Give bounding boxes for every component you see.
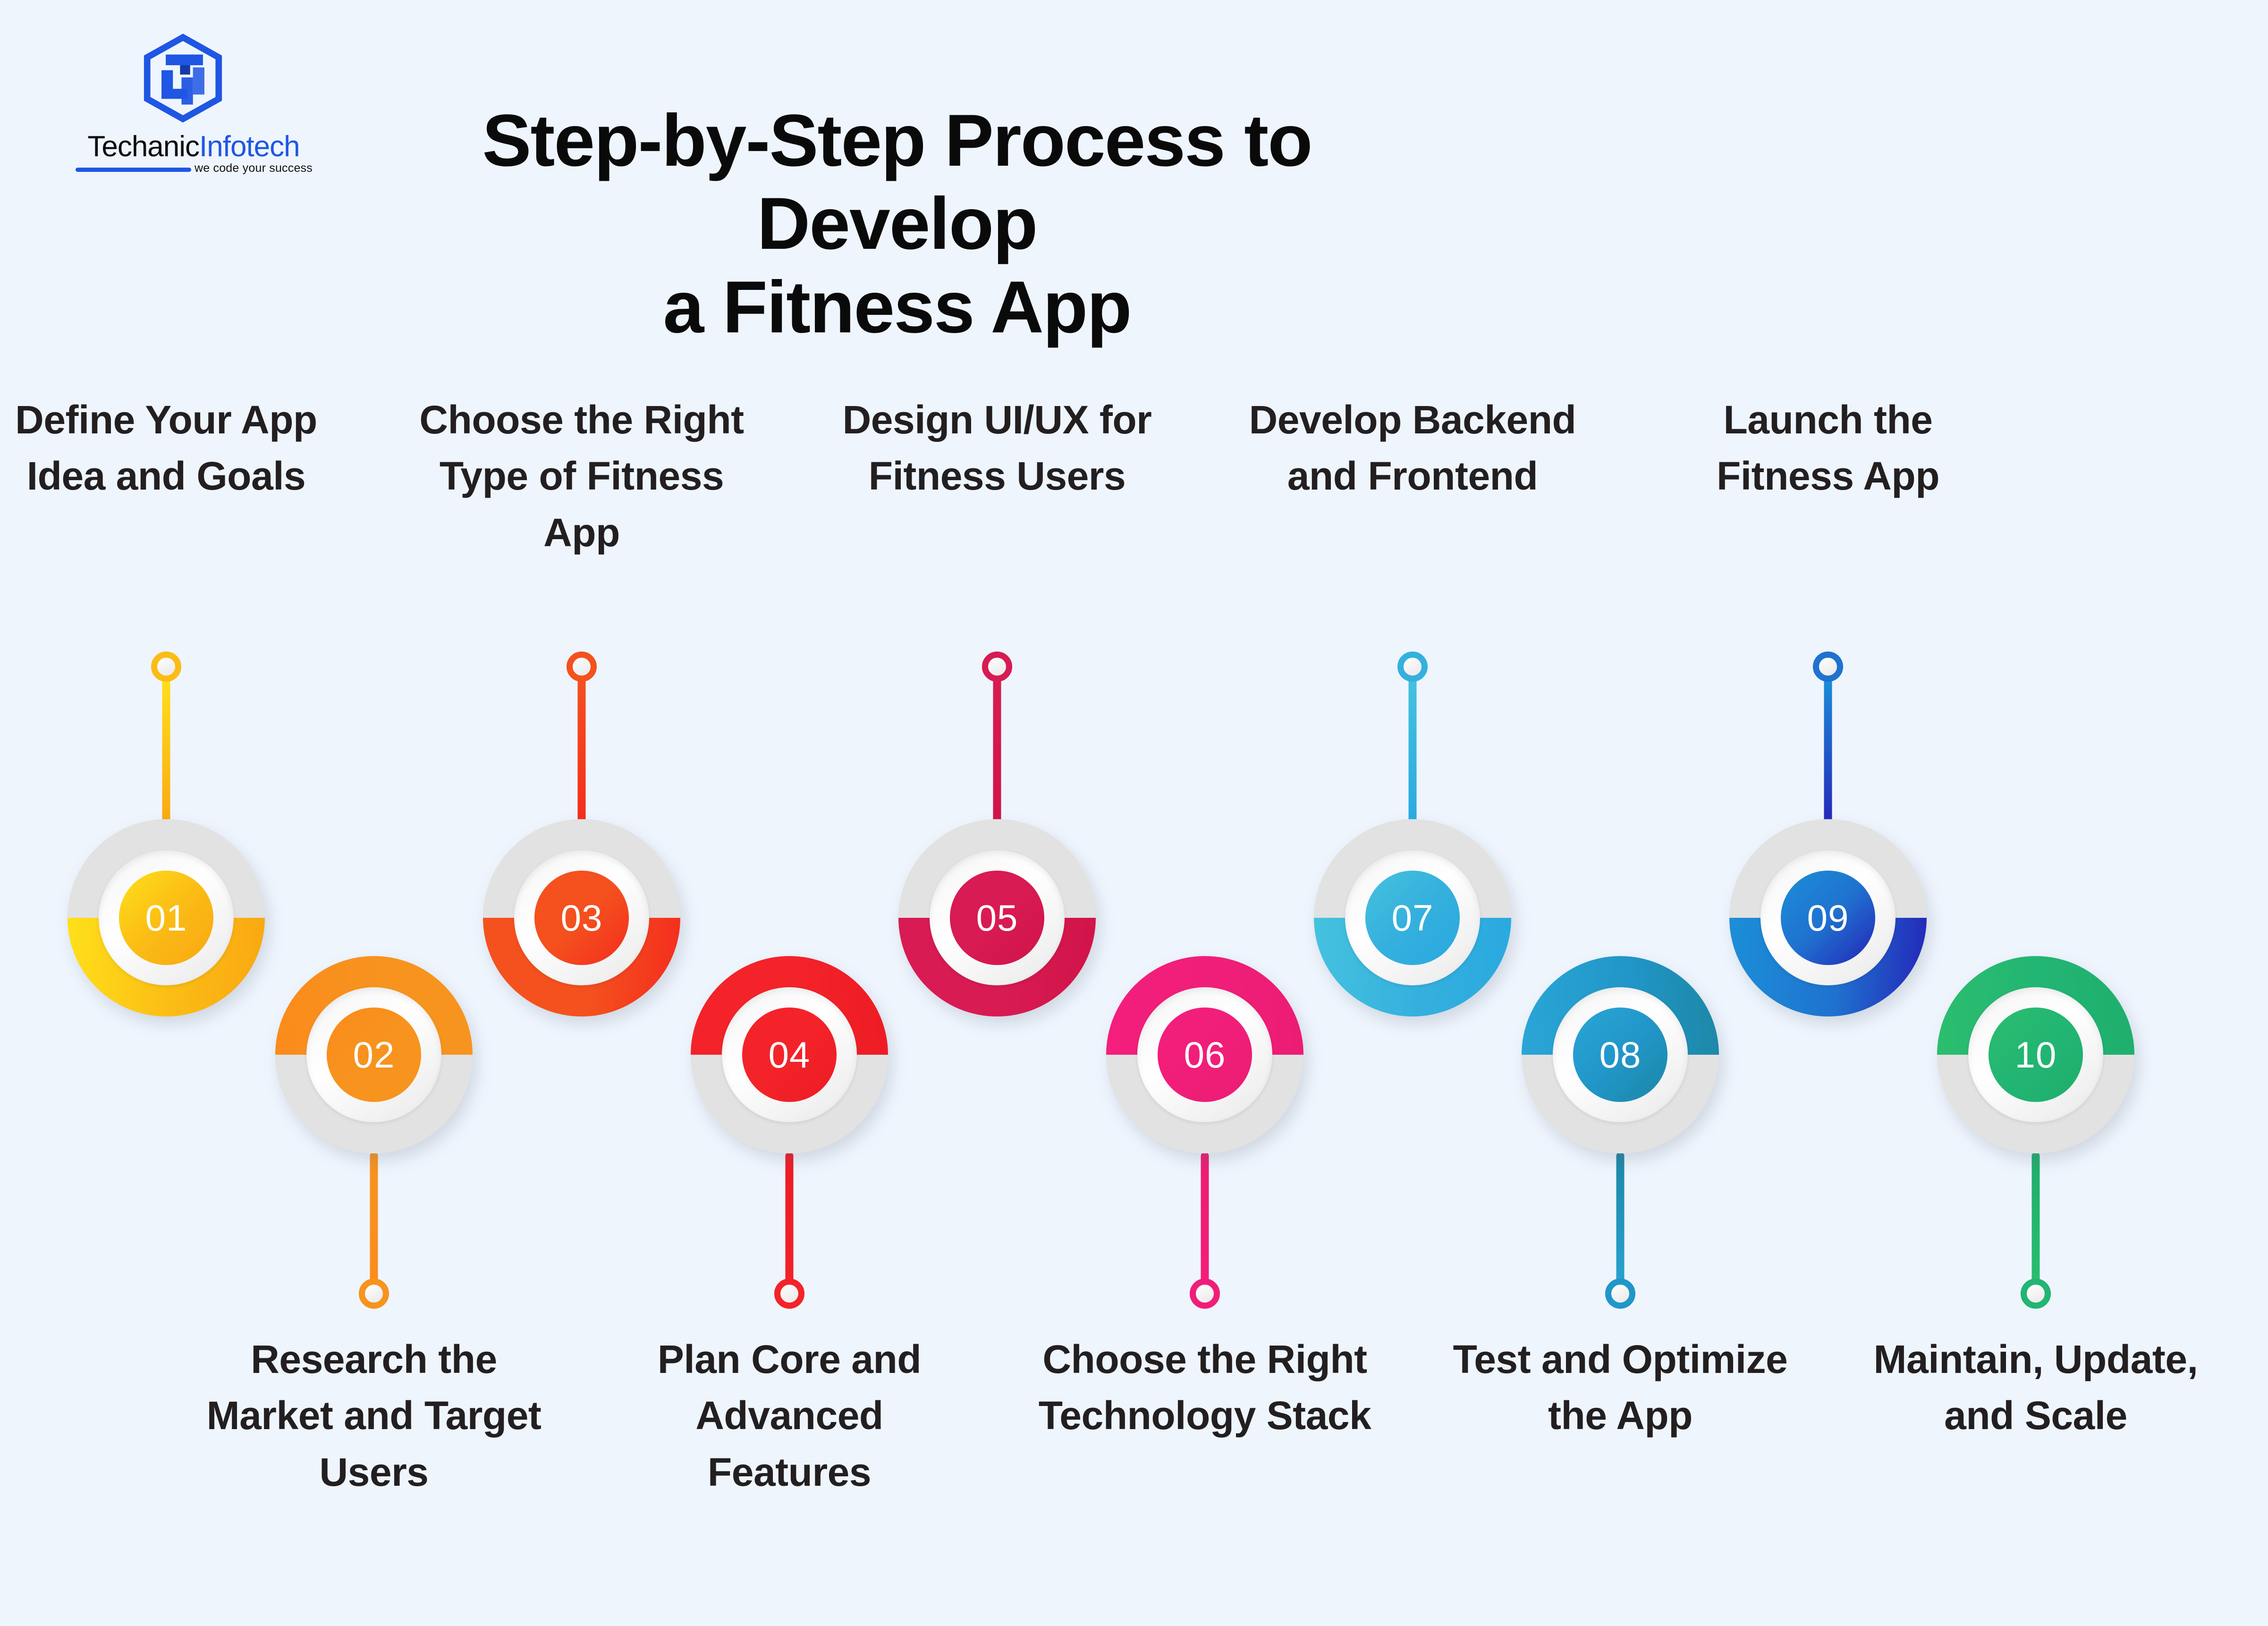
step-06-label: Choose the Right Technology Stack <box>1038 1337 1371 1438</box>
brand-name-part1: Techanic <box>87 130 200 163</box>
hexagon-cube-logo-icon <box>139 33 227 127</box>
step-05-connector-ring-icon <box>982 652 1012 682</box>
step-07-connector-line <box>1408 676 1417 827</box>
step-07: Develop Backend and Frontend 07 <box>1243 0 1583 1626</box>
brand-wordmark: TechanicInfotech <box>71 132 316 161</box>
step-04: Plan Core and Advanced Features 04 <box>619 0 959 1626</box>
step-03-label: Choose the Right Type of Fitness App <box>419 398 744 555</box>
step-02-node[interactable]: 02 <box>275 956 473 1153</box>
step-09-node[interactable]: 09 <box>1729 819 1927 1016</box>
step-02-connector-line <box>370 1152 378 1303</box>
step-06-number-badge: 06 <box>1158 1008 1252 1102</box>
step-05-node[interactable]: 05 <box>898 819 1096 1016</box>
step-10: Maintain, Update, and Scale 10 <box>1866 0 2206 1626</box>
step-03-node[interactable]: 03 <box>483 819 680 1016</box>
step-05: Design UI/UX for Fitness Users 05 <box>827 0 1167 1626</box>
step-04-connector-line <box>785 1152 794 1303</box>
step-07-connector-ring-icon <box>1397 652 1428 682</box>
step-10-label: Maintain, Update, and Scale <box>1873 1337 2198 1438</box>
page-title: Step-by-Step Process to Develop a Fitnes… <box>425 99 1369 349</box>
step-02-label: Research the Market and Target Users <box>206 1337 542 1494</box>
step-05-number-badge: 05 <box>950 871 1044 965</box>
step-03: Choose the Right Type of Fitness App 03 <box>412 0 752 1626</box>
step-10-node[interactable]: 10 <box>1937 956 2134 1153</box>
step-08-label: Test and Optimize the App <box>1453 1337 1788 1438</box>
step-10-connector-line <box>2031 1152 2040 1303</box>
step-04-connector-ring-icon <box>774 1279 804 1309</box>
step-02-number-badge: 02 <box>327 1008 421 1102</box>
step-09: Launch the Fitness App 09 <box>1658 0 1998 1626</box>
brand-logo: TechanicInfotech we code your success <box>71 33 316 189</box>
step-05-connector-line <box>993 676 1001 827</box>
step-09-connector-ring-icon <box>1813 652 1843 682</box>
step-01-label: Define Your App Idea and Goals <box>15 398 317 499</box>
step-09-number-badge: 09 <box>1781 871 1875 965</box>
step-01-number-badge: 01 <box>119 871 213 965</box>
step-01-node[interactable]: 01 <box>68 819 265 1016</box>
page-title-line-2: a Fitness App <box>663 266 1132 348</box>
step-04-label: Plan Core and Advanced Features <box>657 1337 922 1494</box>
step-08: Test and Optimize the App 08 <box>1450 0 1790 1626</box>
step-07-label: Develop Backend and Frontend <box>1249 398 1576 499</box>
step-04-node[interactable]: 04 <box>691 956 888 1153</box>
step-03-connector-ring-icon <box>567 652 597 682</box>
step-02-connector-ring-icon <box>359 1279 389 1309</box>
step-08-connector-line <box>1616 1152 1625 1303</box>
page-title-line-1: Step-by-Step Process to Develop <box>482 100 1312 265</box>
step-07-node[interactable]: 07 <box>1314 819 1511 1016</box>
step-08-connector-ring-icon <box>1605 1279 1635 1309</box>
step-09-label: Launch the Fitness App <box>1716 398 1940 499</box>
step-01: Define Your App Idea and Goals 01 <box>0 0 336 1626</box>
step-08-node[interactable]: 08 <box>1522 956 1719 1153</box>
brand-underline <box>76 168 191 172</box>
step-04-number-badge: 04 <box>742 1008 837 1102</box>
step-06: Choose the Right Technology Stack 06 <box>1035 0 1375 1626</box>
step-01-connector-line <box>162 676 170 827</box>
step-07-number-badge: 07 <box>1365 871 1460 965</box>
step-08-number-badge: 08 <box>1573 1008 1667 1102</box>
step-06-connector-line <box>1201 1152 1209 1303</box>
step-06-node[interactable]: 06 <box>1106 956 1303 1153</box>
step-10-number-badge: 10 <box>1989 1008 2083 1102</box>
step-10-connector-ring-icon <box>2021 1279 2051 1309</box>
step-03-connector-line <box>577 676 586 827</box>
brand-tagline: we code your success <box>195 161 313 175</box>
step-03-number-badge: 03 <box>534 871 629 965</box>
step-05-label: Design UI/UX for Fitness Users <box>842 398 1152 499</box>
step-02: Research the Market and Target Users 02 <box>204 0 544 1626</box>
step-06-connector-ring-icon <box>1190 1279 1220 1309</box>
brand-name-part2: Infotech <box>199 130 300 163</box>
step-01-connector-ring-icon <box>151 652 181 682</box>
step-09-connector-line <box>1824 676 1832 827</box>
